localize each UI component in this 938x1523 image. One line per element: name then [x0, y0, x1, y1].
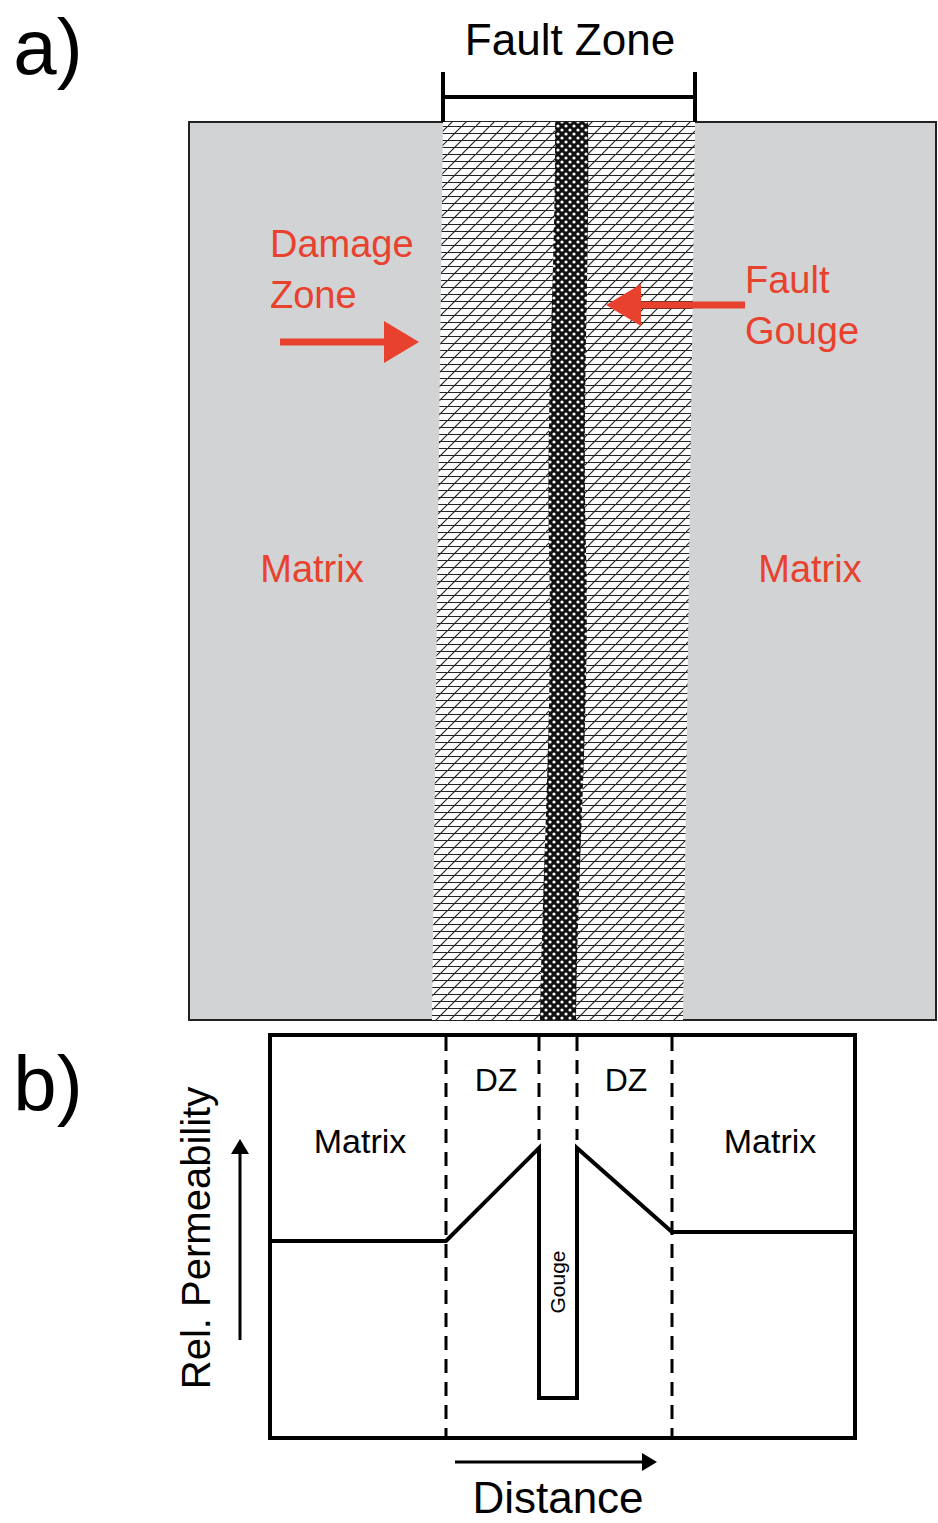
zone-title: Fault Zone — [465, 15, 675, 66]
y-axis-arrow — [239, 1142, 242, 1340]
permeability-curve — [270, 1148, 855, 1398]
matrix-label: Matrix — [260, 548, 363, 592]
matrix-label: Matrix — [314, 1122, 407, 1161]
fault-gouge — [540, 122, 588, 1020]
gouge-label: Gouge — [546, 1249, 570, 1314]
fault-gouge-arrow — [613, 302, 745, 309]
matrix-block — [189, 122, 936, 1020]
panel-letter: b) — [13, 1040, 82, 1130]
panel-letter: a) — [13, 3, 82, 93]
damage-zone-arrow — [280, 339, 412, 346]
damage-zone — [432, 122, 695, 1020]
zone-boundaries — [446, 1037, 672, 1436]
zone-abbrev: DZ — [605, 1062, 648, 1099]
axis-title: Rel. Permeability — [173, 1087, 219, 1389]
matrix-label: Matrix — [724, 1122, 817, 1161]
zone-abbrev: DZ — [475, 1062, 518, 1099]
plot-frame — [270, 1035, 855, 1438]
zone-callout: Damage Zone — [270, 219, 440, 322]
matrix-label: Matrix — [758, 548, 861, 592]
x-axis-arrow — [455, 1461, 654, 1464]
axis-title: Distance — [472, 1473, 643, 1523]
zone-callout: Fault Gouge — [745, 255, 895, 358]
fault-zone-bracket — [443, 72, 695, 122]
